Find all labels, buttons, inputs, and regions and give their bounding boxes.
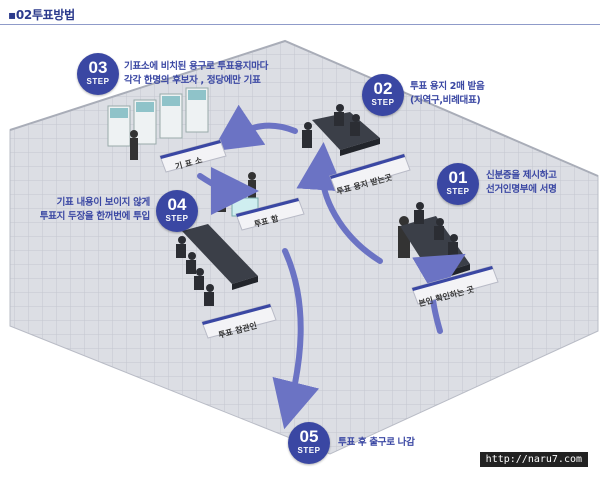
step-05-description: 투표 후 출구로 나감 [338, 437, 415, 448]
polling-station-scene [9, 39, 599, 455]
ballot-table [312, 112, 380, 156]
arrow-to-box [197, 166, 259, 215]
watermark: http://naru7.com [479, 452, 588, 467]
section-title: ▪02투표방법 [8, 8, 75, 22]
sign-plates [159, 139, 499, 339]
floor [9, 40, 599, 455]
title-divider [0, 24, 600, 25]
arrow-to-exit [272, 248, 320, 430]
observer-table [182, 224, 258, 290]
voting-booths [107, 87, 209, 147]
step-02-description: 투표 용지 2매 받음(지역구,비례대표) [410, 81, 485, 106]
arrow-to-ballot [296, 142, 383, 264]
arrow-to-booth [212, 104, 298, 152]
